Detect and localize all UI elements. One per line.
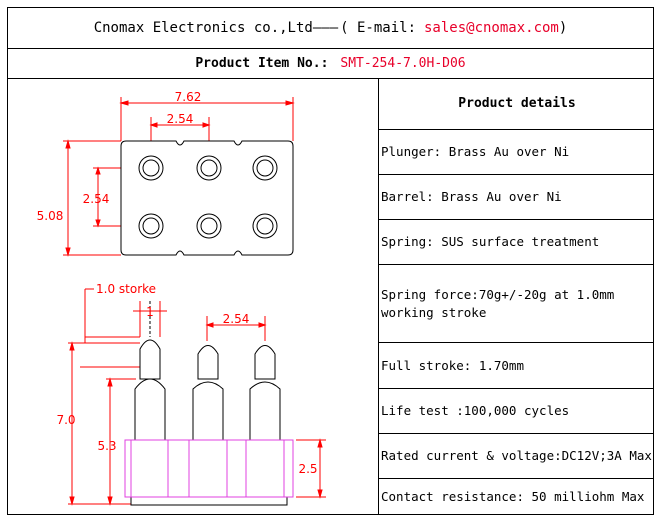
detail-barrel: Barrel: Brass Au over Ni <box>379 175 653 220</box>
spec-sheet: Cnomax Electronics co.,Ltd ——— ( E-mail:… <box>7 7 654 515</box>
company-name: Cnomax Electronics co.,Ltd <box>93 20 313 36</box>
dim-side-pitch: 2.54 <box>223 312 250 326</box>
product-details-panel: Product details Plunger: Brass Au over N… <box>379 79 653 514</box>
close-paren: ) <box>558 20 568 36</box>
company-header: Cnomax Electronics co.,Ltd ——— ( E-mail:… <box>8 8 653 49</box>
email-label: ( E-mail: <box>340 20 416 36</box>
product-item-row: Product Item No.: SMT-254-7.0H-D06 <box>8 48 653 79</box>
drawing-canvas: 7.62 2.54 2.54 5.08 1.0 storke 1 2.54 7.… <box>37 90 326 506</box>
detail-rated-current: Rated current & voltage:DC12V;3A Max <box>379 434 653 479</box>
technical-drawing: 7.62 2.54 2.54 5.08 1.0 storke 1 2.54 7.… <box>8 79 379 514</box>
dim-top-row-pitch: 2.54 <box>83 192 110 206</box>
detail-contact-resistance: Contact resistance: 50 milliohm Max <box>381 488 645 504</box>
detail-spring: Spring: SUS surface treatment <box>379 220 653 265</box>
detail-plunger: Plunger: Brass Au over Ni <box>379 130 653 175</box>
dim-stroke-label: 1.0 storke <box>96 282 156 296</box>
dim-barrel: 2.5 <box>298 462 317 476</box>
detail-spring-force: Spring force:70g+/-20g at 1.0mm working … <box>379 265 653 343</box>
dim-top-width: 7.62 <box>175 90 202 104</box>
detail-life-test: Life test :100,000 cycles <box>379 389 653 434</box>
details-title: Product details <box>379 79 653 130</box>
email-link[interactable]: sales@cnomax.com <box>424 20 559 36</box>
product-item-label: Product Item No.: <box>195 55 329 71</box>
dim-stroke: 1 <box>146 305 154 319</box>
header-dashes: ——— <box>312 20 339 36</box>
dim-body-height: 5.3 <box>97 439 116 453</box>
dim-top-pitch: 2.54 <box>167 112 194 126</box>
dim-total-height: 7.0 <box>56 413 75 427</box>
dim-top-height: 5.08 <box>37 209 64 223</box>
detail-full-stroke: Full stroke: 1.70mm <box>379 343 653 389</box>
product-item-value: SMT-254-7.0H-D06 <box>340 55 466 71</box>
